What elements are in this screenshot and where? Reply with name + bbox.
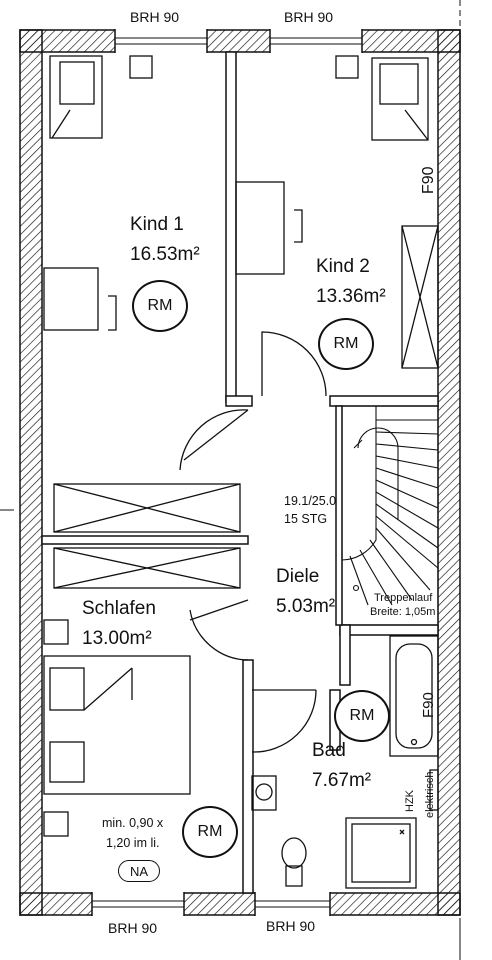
bad-rm-tag: RM [334,690,390,742]
bad-fixtures [251,635,439,889]
schlafen-note-line2: 1,20 im li. [106,836,160,850]
window-openings [91,29,363,916]
diele-name: Diele [276,566,320,587]
schlafen-furniture [43,619,191,837]
schlafen-name: Schlafen [82,598,156,619]
schlafen-rm-tag: RM [182,806,238,858]
schlafen-note-line1: min. 0,90 x [102,816,164,830]
doors [179,331,327,753]
interior-walls [41,51,439,894]
kind2-rm-tag: RM [318,318,374,370]
bad-hzk-label: HZK [404,790,416,812]
stair-run-line2: Breite: 1,05m [370,606,436,618]
kind2-furniture [235,55,439,369]
bad-area: 7.67m² [312,770,372,791]
schlafen-area: 13.00m² [82,628,152,649]
staircase [341,405,439,626]
kind1-name: Kind 1 [130,214,184,235]
kind2-area: 13.36m² [316,286,386,307]
bad-name: Bad [312,740,346,761]
bad-tub-label: F90 [420,692,437,718]
stair-steps: 15 STG [284,512,328,526]
window-label-bottom-left: BRH 90 [108,920,158,936]
extension-lines [0,0,461,960]
kind2-door-label: F90 [420,166,437,194]
window-label-top-left: BRH 90 [130,9,180,25]
kind1-area: 16.53m² [130,244,200,265]
kind1-rm-tag: RM [132,280,188,332]
bad-elektrisch-label: elektrisch [424,771,436,818]
wardrobes [53,483,241,589]
stair-ratio: 19.1/25.0 [284,494,337,508]
kind1-furniture [43,55,153,331]
window-label-top-right: BRH 90 [284,9,334,25]
diele-area: 5.03m² [276,596,336,617]
stair-run-line1: Treppenlauf [374,592,433,604]
kind2-name: Kind 2 [316,256,370,277]
schlafen-na-tag: NA [118,860,160,882]
exterior-walls [19,29,461,916]
window-label-bottom-right: BRH 90 [266,918,316,934]
